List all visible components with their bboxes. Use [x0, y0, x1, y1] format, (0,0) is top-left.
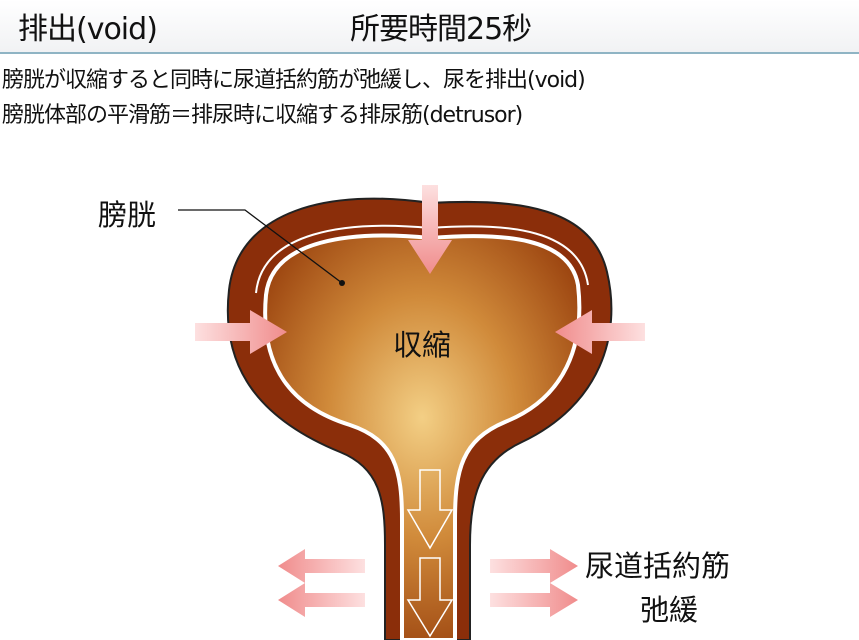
bladder-lumen [263, 233, 582, 640]
flow-arrow-down [406, 469, 454, 550]
arrow-left-icon [278, 583, 365, 617]
contraction-label: 収縮 [393, 328, 452, 362]
arrow-left-icon [278, 549, 365, 583]
arrow-down-icon [408, 185, 452, 274]
flow-arrow-down [406, 557, 454, 638]
relax-label: 弛緩 [640, 593, 699, 627]
slide-title: 排出(void) [18, 12, 158, 47]
arrow-right-icon [490, 549, 578, 583]
arrow-left-icon [555, 310, 645, 354]
slide-header: 排出(void) 所要時間25秒 [0, 0, 859, 54]
bullet-line: 膀胱が収縮すると同時に尿道括約筋が弛緩し、尿を排出(void) [2, 68, 586, 93]
duration-text: 所要時間25秒 [350, 12, 532, 47]
arrow-right-icon [195, 310, 287, 354]
bullet-line: 膀胱体部の平滑筋＝排尿時に収縮する排尿筋(detrusor) [2, 103, 523, 128]
sphincter-label: 尿道括約筋 [585, 549, 731, 583]
bladder-label: 膀胱 [98, 198, 157, 232]
arrow-right-icon [490, 583, 578, 617]
label-leader-line [178, 209, 343, 284]
